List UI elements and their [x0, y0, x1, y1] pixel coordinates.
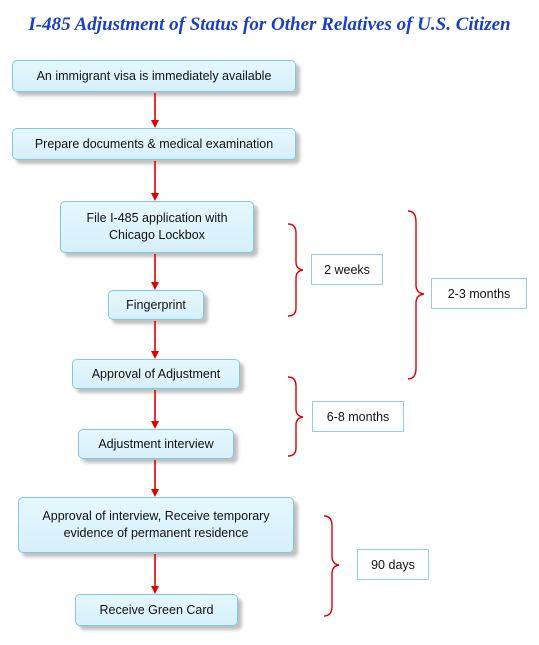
step-label: Adjustment interview	[98, 436, 214, 451]
step-label: Fingerprint	[126, 297, 186, 312]
step-approval-of-adjustment: Approval of Adjustment	[72, 359, 240, 389]
step-adjustment-interview: Adjustment interview	[78, 429, 234, 459]
step-approval-of-interview: Approval of interview, Receive temporary…	[18, 497, 294, 553]
step-label: Prepare documents & medical examination	[34, 136, 274, 151]
step-prepare-documents: Prepare documents & medical examination	[12, 128, 296, 160]
step-label: An immigrant visa is immediately availab…	[36, 68, 272, 83]
diagram-title: I-485 Adjustment of Status for Other Rel…	[28, 14, 511, 35]
step-visa-available: An immigrant visa is immediately availab…	[12, 60, 296, 92]
bracket-90-days	[323, 515, 340, 617]
step-label: File I-485 application with Chicago Lock…	[86, 211, 228, 242]
bracket-6-8-months	[287, 376, 304, 457]
step-receive-green-card: Receive Green Card	[75, 594, 238, 626]
duration-2-3-months: 2-3 months	[431, 278, 527, 309]
step-label: Approval of Adjustment	[91, 366, 221, 381]
step-label: Receive Green Card	[99, 602, 214, 617]
step-file-i485: File I-485 application with Chicago Lock…	[60, 201, 254, 253]
step-fingerprint: Fingerprint	[108, 290, 204, 320]
duration-2-weeks: 2 weeks	[311, 254, 383, 285]
bracket-2-weeks	[287, 223, 304, 317]
step-label: Approval of interview, Receive temporary…	[42, 509, 270, 540]
bracket-2-3-months	[407, 210, 425, 380]
duration-6-8-months: 6-8 months	[312, 401, 404, 432]
duration-90-days: 90 days	[357, 549, 429, 580]
